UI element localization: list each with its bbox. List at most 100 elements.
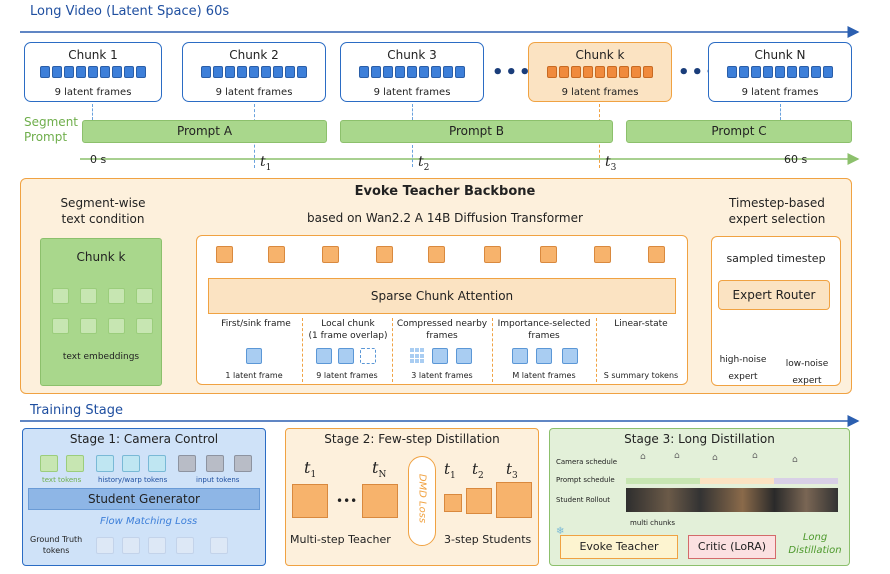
token-square bbox=[428, 246, 445, 263]
embedding-square bbox=[136, 288, 153, 304]
prompt-schedule-c bbox=[774, 478, 838, 484]
backbone-subtitle: based on Wan2.2 A 14B Diffusion Transfor… bbox=[307, 211, 583, 225]
text-embeddings-label: text embeddings bbox=[62, 352, 140, 362]
expert-router: Expert Router bbox=[718, 280, 830, 310]
chunk-title: Chunk 2 bbox=[229, 48, 279, 62]
token-square bbox=[268, 246, 285, 263]
connector-dash bbox=[412, 145, 413, 167]
input-token bbox=[178, 455, 196, 472]
stage2-title: Stage 2: Few-step Distillation bbox=[324, 432, 500, 446]
chunk-title: Chunk k bbox=[575, 48, 625, 62]
teacher-step-box bbox=[292, 484, 328, 518]
time-start: 0 s bbox=[90, 153, 107, 166]
chunk-k-label: Chunk k bbox=[76, 250, 126, 264]
col-importance-bottom: M latent frames bbox=[512, 371, 576, 380]
chunk-frames: 9 latent frames bbox=[741, 87, 819, 98]
frame-square bbox=[246, 348, 262, 364]
time-t1: t1 bbox=[260, 154, 272, 173]
dmd-loss-label: DMD Loss bbox=[416, 473, 428, 524]
history-token bbox=[148, 455, 166, 472]
multi-step-teacher-label: Multi-step Teacher bbox=[290, 533, 391, 546]
col-sink-title: First/sink frame bbox=[221, 319, 291, 329]
prompt-c: Prompt C bbox=[626, 120, 852, 143]
compressed-grid-icon bbox=[410, 348, 426, 364]
critic-lora-box: Critic (LoRA) bbox=[688, 535, 776, 559]
col-linear-bottom: S summary tokens bbox=[603, 371, 679, 380]
input-tokens-label: input tokens bbox=[196, 476, 240, 484]
chunk-title: Chunk 1 bbox=[68, 48, 118, 62]
segment-prompt-label: Segment Prompt bbox=[24, 115, 78, 144]
gt-token bbox=[148, 537, 166, 554]
column-divider bbox=[492, 318, 493, 382]
embedding-square bbox=[108, 318, 125, 334]
stage1-title: Stage 1: Camera Control bbox=[69, 432, 219, 446]
text-token bbox=[40, 455, 58, 472]
chunk-frames: 9 latent frames bbox=[215, 87, 293, 98]
col-local-bottom: 9 latent frames bbox=[316, 371, 378, 380]
embedding-square bbox=[108, 288, 125, 304]
token-square bbox=[376, 246, 393, 263]
camera-icon: ⌂ bbox=[674, 451, 680, 461]
student-step-box bbox=[466, 488, 492, 514]
column-divider bbox=[596, 318, 597, 382]
frame-square bbox=[432, 348, 448, 364]
frame-square bbox=[338, 348, 354, 364]
teacher-tN: tN bbox=[372, 458, 387, 481]
chunk-k-text-box bbox=[40, 238, 162, 386]
camera-icon: ⌂ bbox=[792, 455, 798, 465]
connector-dash bbox=[412, 104, 413, 120]
embedding-square bbox=[52, 288, 69, 304]
history-tokens-label: history/warp tokens bbox=[98, 476, 168, 484]
multi-chunks-label: multi chunks bbox=[630, 519, 675, 527]
training-stage-title: Training Stage bbox=[30, 403, 123, 418]
chunk-3: Chunk 3 9 latent frames bbox=[340, 42, 484, 102]
gt-token bbox=[176, 537, 194, 554]
gt-token bbox=[122, 537, 140, 554]
camera-icon: ⌂ bbox=[752, 451, 758, 461]
student-t2: t2 bbox=[472, 460, 484, 481]
expert-selection-box bbox=[711, 236, 841, 386]
input-token bbox=[234, 455, 252, 472]
chunk-1: Chunk 1 9 latent frames bbox=[24, 42, 162, 102]
chunk-frames: 9 latent frames bbox=[54, 87, 132, 98]
teacher-t1: t1 bbox=[304, 458, 317, 481]
column-divider bbox=[302, 318, 303, 382]
embedding-square bbox=[52, 318, 69, 334]
token-square bbox=[648, 246, 665, 263]
student-step-box bbox=[496, 482, 532, 518]
connector-dash bbox=[92, 104, 93, 120]
flow-matching-loss: Flow Matching Loss bbox=[100, 516, 198, 527]
col-local-title: Local chunk(1 frame overlap) bbox=[308, 319, 388, 341]
frame-square bbox=[562, 348, 578, 364]
frame-square bbox=[456, 348, 472, 364]
prompt-schedule-a bbox=[626, 478, 700, 484]
camera-schedule-label: Camera schedule bbox=[556, 458, 618, 466]
chunk-title: Chunk 3 bbox=[387, 48, 437, 62]
evoke-teacher-box: Evoke Teacher bbox=[560, 535, 678, 559]
token-square bbox=[540, 246, 557, 263]
three-step-students-label: 3-step Students bbox=[444, 533, 532, 546]
camera-icon: ⌂ bbox=[712, 453, 718, 463]
student-generator: Student Generator bbox=[28, 488, 260, 510]
chunk-n: Chunk N 9 latent frames bbox=[708, 42, 852, 102]
frame-square bbox=[360, 348, 376, 364]
prompt-schedule-label: Prompt schedule bbox=[556, 476, 615, 484]
ellipsis-dots: ••• bbox=[678, 62, 719, 83]
col-sink-bottom: 1 latent frame bbox=[225, 371, 283, 380]
col-compressed-bottom: 3 latent frames bbox=[411, 371, 473, 380]
token-square bbox=[216, 246, 233, 263]
sampled-timestep-label: sampled timestep bbox=[726, 252, 826, 265]
column-divider bbox=[392, 318, 393, 382]
history-token bbox=[96, 455, 114, 472]
embedding-square bbox=[136, 318, 153, 334]
stage3-title: Stage 3: Long Distillation bbox=[624, 432, 775, 446]
embedding-square bbox=[80, 318, 97, 334]
teacher-step-box bbox=[362, 484, 398, 518]
col-linear-title: Linear-state bbox=[614, 319, 668, 329]
